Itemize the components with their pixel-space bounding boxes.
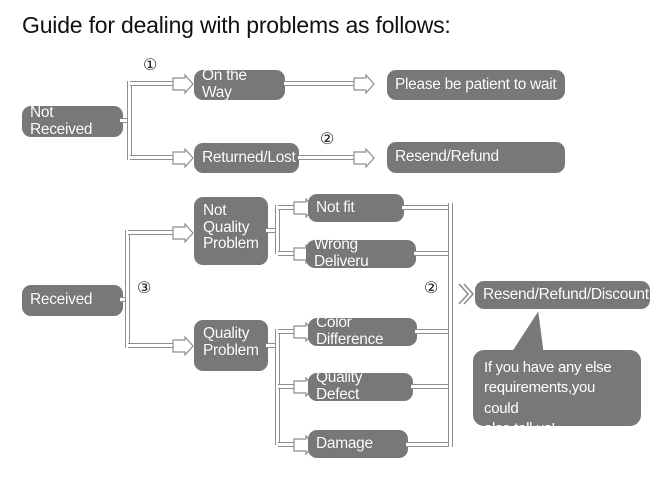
connector-not-received-bus <box>127 81 132 160</box>
node-returned-lost[interactable]: Returned/Lost <box>194 143 299 173</box>
node-resend-refund[interactable]: Resend/Refund <box>387 142 565 173</box>
connector-to-quality-defect <box>278 384 300 389</box>
arrow-to-on-the-way <box>172 74 194 94</box>
node-not-quality-problem[interactable]: Not Quality Problem <box>194 197 268 265</box>
arrow-to-not-quality-problem <box>172 223 194 243</box>
arrow-to-resend-refund <box>353 148 375 168</box>
connector-to-returned-lost <box>130 155 178 160</box>
connector-not-fit-out <box>402 205 452 210</box>
connector-on-the-way-out <box>284 81 360 86</box>
node-not-received[interactable]: Not Received <box>22 104 123 137</box>
callout-line-3: also tell us! <box>484 419 556 437</box>
callout-bubble[interactable]: If you have any else requirements,you co… <box>473 350 641 437</box>
node-quality-problem-line-2: Problem <box>203 341 259 359</box>
node-quality-defect[interactable]: Quality Defect <box>308 369 413 403</box>
connector-outcome-bus <box>448 203 453 447</box>
connector-received-bus <box>125 230 130 348</box>
arrow-to-quality-problem <box>172 336 194 356</box>
callout-line-2: requirements,you could <box>484 379 596 417</box>
node-not-quality-problem-line-3: Problem <box>203 235 259 253</box>
connector-returned-lost-out <box>298 155 360 160</box>
node-color-difference[interactable]: Color Difference <box>308 314 417 348</box>
connector-to-not-quality-problem <box>128 230 180 235</box>
arrow-to-please-wait <box>353 74 375 94</box>
marker-step-1: ① <box>143 57 158 74</box>
node-received[interactable]: Received <box>22 285 123 316</box>
node-wrong-delivery[interactable]: Wrong Deliveru <box>306 236 416 270</box>
node-quality-problem[interactable]: Quality Problem <box>194 320 268 371</box>
connector-not-received-stem <box>120 118 132 123</box>
node-not-quality-problem-line-2: Quality <box>203 218 250 236</box>
connector-to-wrong-delivery <box>278 251 300 256</box>
marker-step-2-bottom: ② <box>424 280 439 297</box>
connector-to-not-fit <box>278 205 300 210</box>
connector-nqp-stem <box>266 228 278 233</box>
node-damage[interactable]: Damage <box>308 430 408 458</box>
connector-quality-defect-out <box>411 384 452 389</box>
arrow-to-returned-lost <box>172 148 194 168</box>
marker-step-2-top: ② <box>320 131 335 148</box>
callout-line-1: If you have any else <box>484 359 612 376</box>
page-title: Guide for dealing with problems as follo… <box>22 12 451 38</box>
connector-wrong-delivery-out <box>414 251 452 256</box>
node-please-be-patient-to-wait[interactable]: Please be patient to wait <box>387 70 565 100</box>
chevron-to-resend-refund-discount <box>457 281 474 307</box>
node-not-fit[interactable]: Not fit <box>308 194 404 222</box>
connector-nqp-bus <box>275 205 280 254</box>
connector-to-damage <box>278 442 300 447</box>
connector-qp-stem <box>266 343 278 348</box>
node-on-the-way[interactable]: On the Way <box>194 67 285 101</box>
connector-color-difference-out <box>415 329 452 334</box>
node-quality-problem-line-1: Quality <box>203 325 250 342</box>
connector-damage-out <box>406 442 452 447</box>
connector-to-on-the-way <box>130 81 178 86</box>
node-not-quality-problem-line-1: Not <box>203 202 227 219</box>
marker-step-3: ③ <box>137 280 152 297</box>
connector-to-quality-problem <box>128 343 180 348</box>
node-resend-refund-discount[interactable]: Resend/Refund/Discount <box>475 281 650 309</box>
connector-to-color-difference <box>278 329 300 334</box>
